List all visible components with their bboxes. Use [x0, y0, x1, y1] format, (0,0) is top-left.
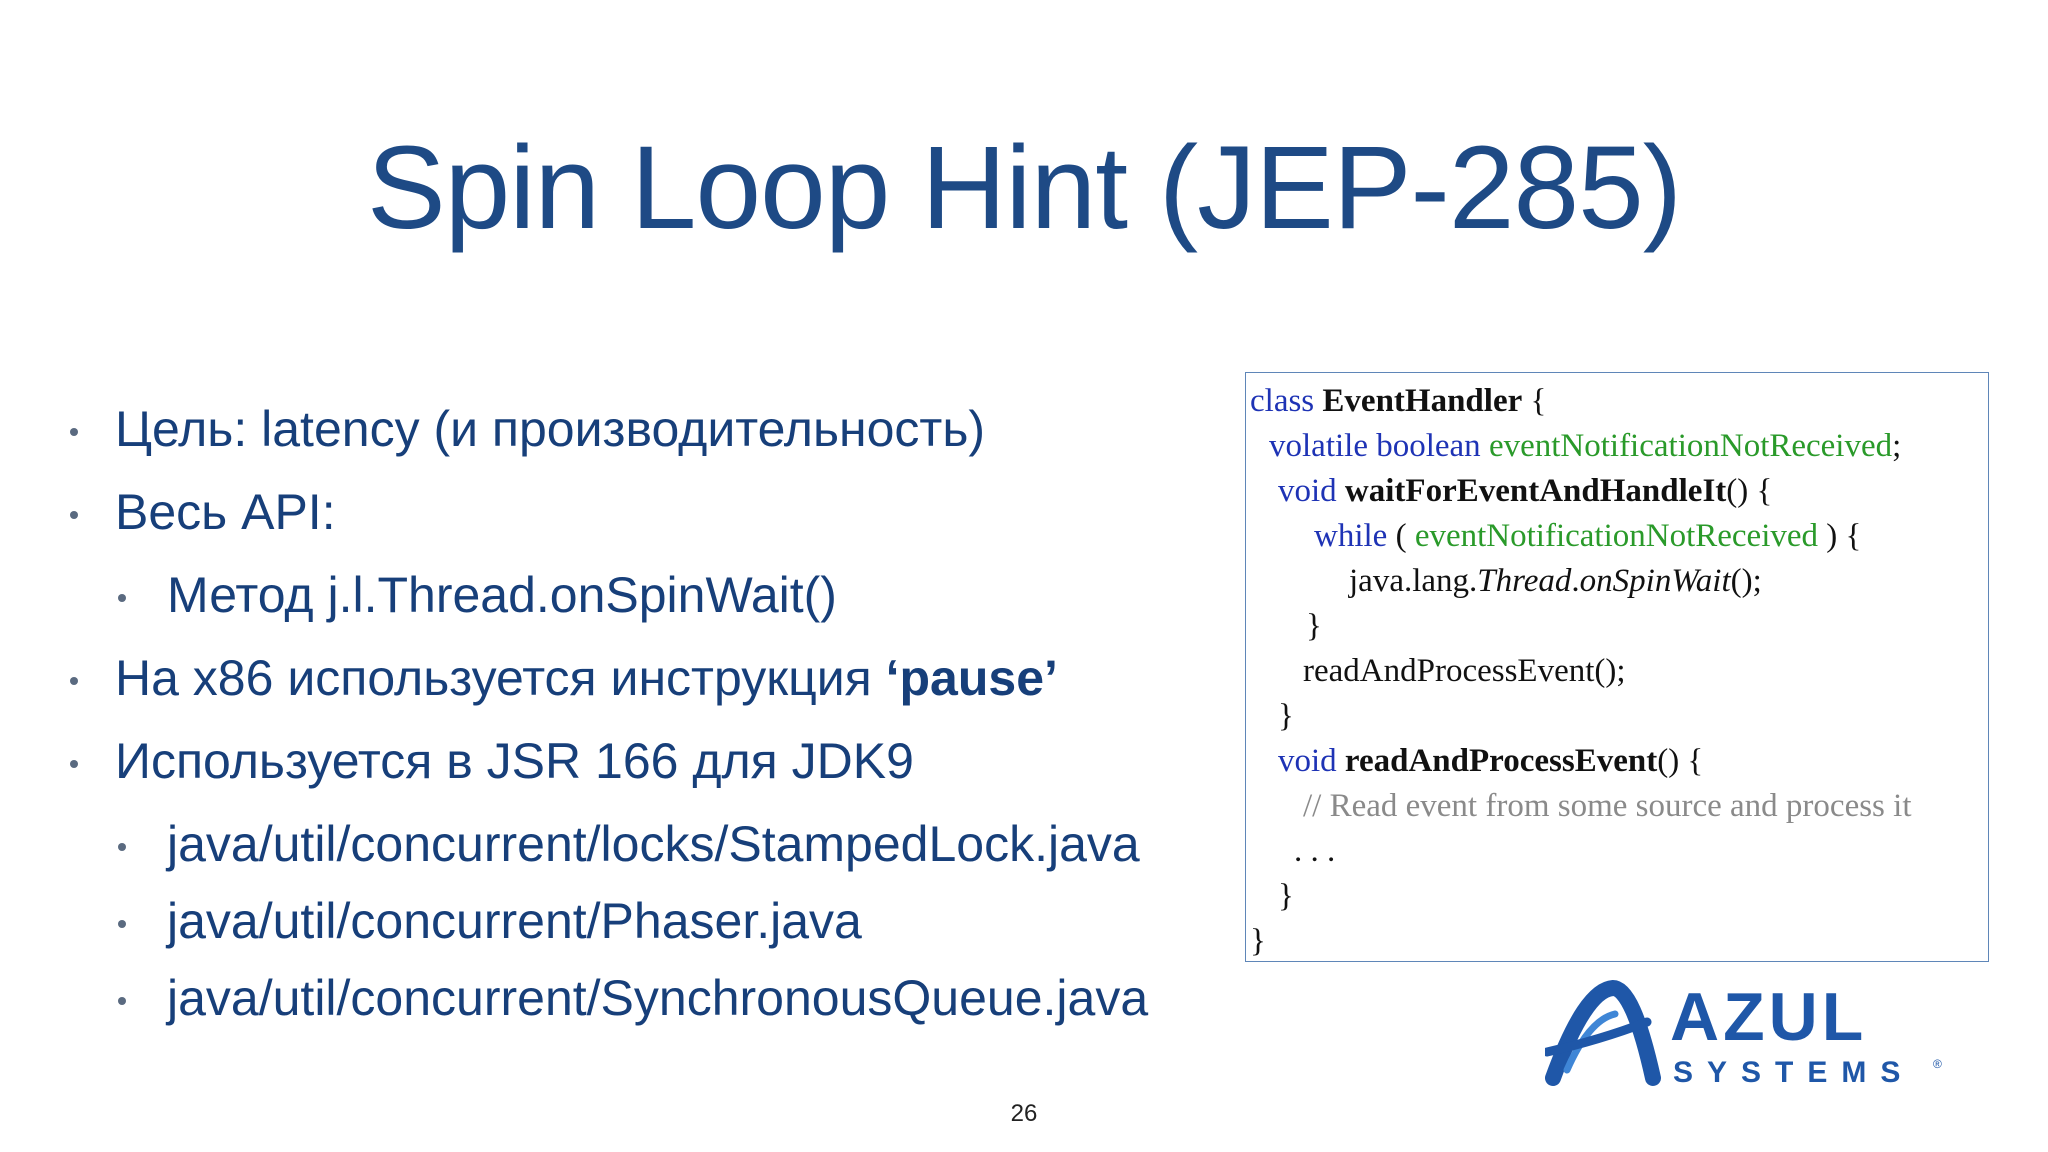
code-line: volatile boolean eventNotificationNotRec…	[1269, 426, 1901, 466]
code-punct: ;	[1892, 428, 1902, 464]
code-line: class EventHandler {	[1250, 381, 1546, 421]
code-package: java.lang.	[1349, 563, 1478, 599]
code-line: }	[1278, 878, 1294, 914]
code-punct: () {	[1726, 473, 1773, 509]
code-comment: // Read event from some source and proce…	[1303, 788, 1912, 824]
bullet-pause-text: На x86 используется инструкция	[115, 650, 886, 706]
code-keyword: void	[1278, 473, 1337, 509]
code-method-name: waitForEventAndHandleIt	[1344, 473, 1727, 509]
code-punct: (	[1395, 518, 1407, 554]
code-keyword: volatile boolean	[1269, 428, 1481, 464]
bullet-dot	[70, 677, 78, 685]
code-field: eventNotificationNotReceived	[1414, 518, 1819, 554]
sub-bullet-method: Метод j.l.Thread.onSpinWait()	[167, 567, 837, 623]
code-line: java.lang.Thread.onSpinWait();	[1349, 561, 1762, 601]
logo-word-azul: AZUL	[1670, 980, 1867, 1055]
sub-bullet-dot	[118, 997, 126, 1005]
bullet-pause-bold: ‘pause’	[885, 650, 1058, 706]
code-line: }	[1278, 698, 1294, 734]
code-snippet: class EventHandler { volatile boolean ev…	[1245, 372, 1989, 962]
sub-bullet-stampedlock: java/util/concurrent/locks/StampedLock.j…	[167, 816, 1140, 872]
sub-bullet-phaser: java/util/concurrent/Phaser.java	[167, 893, 862, 949]
code-line: while ( eventNotificationNotReceived ) {	[1314, 516, 1861, 556]
code-class-ref: Thread	[1477, 563, 1572, 599]
bullet-jsr166: Используется в JSR 166 для JDK9	[115, 733, 914, 789]
bullet-goal: Цель: latency (и производительность)	[115, 401, 986, 457]
code-punct: .	[1571, 563, 1580, 599]
code-line: }	[1306, 608, 1322, 644]
code-method-name: readAndProcessEvent	[1344, 743, 1658, 779]
sub-bullet-dot	[118, 594, 126, 602]
code-keyword: while	[1314, 518, 1388, 554]
code-punct: {	[1530, 383, 1547, 419]
bullet-dot	[70, 428, 78, 436]
logo-swoosh	[1545, 1017, 1652, 1057]
code-punct: ) {	[1826, 518, 1862, 554]
code-line: . . .	[1294, 833, 1336, 869]
code-punct: () {	[1657, 743, 1704, 779]
sub-bullet-dot	[118, 843, 126, 851]
code-line: }	[1250, 923, 1266, 959]
bullet-dot	[70, 760, 78, 768]
code-line: readAndProcessEvent();	[1303, 653, 1626, 689]
logo-word-systems: SYSTEMS	[1673, 1056, 1914, 1089]
code-method-ref: onSpinWait	[1579, 563, 1731, 599]
bullet-api: Весь API:	[115, 484, 336, 540]
page-number: 26	[1010, 1100, 1038, 1127]
code-punct: ();	[1730, 563, 1762, 599]
code-keyword: class	[1250, 383, 1315, 419]
bullet-dot	[70, 511, 78, 519]
logo-registered-mark: ®	[1933, 1057, 1942, 1071]
sub-bullet-syncqueue: java/util/concurrent/SynchronousQueue.ja…	[167, 970, 1149, 1026]
bullet-pause: На x86 используется инструкция ‘pause’	[115, 649, 1058, 707]
sub-bullet-dot	[118, 920, 126, 928]
azul-systems-logo: AZUL SYSTEMS ®	[1545, 980, 1942, 1089]
code-field: eventNotificationNotReceived	[1488, 428, 1893, 464]
code-line: void readAndProcessEvent() {	[1278, 741, 1703, 781]
code-keyword: void	[1278, 743, 1337, 779]
logo-arch	[1545, 980, 1661, 1086]
code-class-name: EventHandler	[1322, 383, 1523, 419]
code-line: void waitForEventAndHandleIt() {	[1278, 471, 1772, 511]
logo-arch-inner	[1563, 1010, 1619, 1074]
slide-title: Spin Loop Hint (JEP-285)	[366, 122, 1682, 254]
